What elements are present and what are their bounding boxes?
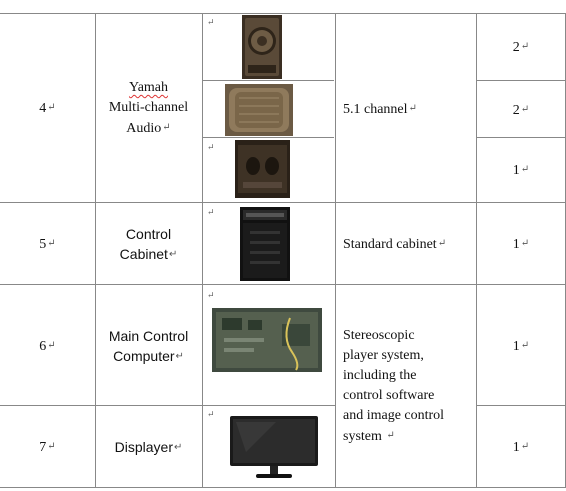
row-7-qty: 1↵	[512, 440, 530, 455]
row-4-number: 4↵	[39, 101, 56, 116]
grid-line	[202, 80, 334, 81]
grid-line	[202, 13, 203, 488]
paragraph-mark: ↵	[207, 409, 215, 419]
grid-line	[476, 13, 477, 488]
grid-line	[202, 137, 334, 138]
grid-line	[335, 13, 336, 488]
paragraph-mark: ↵	[207, 17, 215, 27]
row-7-number: 7↵	[39, 440, 56, 455]
subwoofer-image	[235, 140, 290, 198]
row-6-number: 6↵	[39, 339, 56, 354]
row-4-qty-3: 1↵	[512, 163, 530, 178]
grid-line	[0, 405, 336, 406]
row-4-spec: 5.1 channel↵	[343, 102, 417, 117]
monitor-displayer-image	[226, 412, 322, 482]
row-5-name: Control Cabinet↵	[119, 226, 178, 262]
paragraph-mark: ↵	[207, 290, 215, 300]
grid-line	[95, 13, 96, 488]
row-4-qty-1: 2↵	[512, 40, 530, 55]
grid-line	[0, 487, 566, 488]
row-4-name: Yamah Multi-channel Audio↵	[108, 80, 189, 136]
grid-line	[476, 137, 566, 138]
paragraph-mark: ↵	[207, 142, 215, 152]
row-6-qty: 1↵	[512, 339, 530, 354]
row-6-name: Main Control Computer↵	[108, 328, 189, 364]
grid-line	[476, 80, 566, 81]
row-7-name: Displayer↵	[114, 439, 183, 455]
paragraph-mark: ↵	[207, 207, 215, 217]
speaker-side-image	[225, 84, 293, 136]
grid-line	[0, 13, 566, 14]
row-4-qty-2: 2↵	[512, 103, 530, 118]
row-5-spec: Standard cabinet↵	[343, 237, 447, 252]
row-5-number: 5↵	[39, 237, 56, 252]
row-5-qty: 1↵	[512, 237, 530, 252]
speaker-front-image	[242, 15, 282, 79]
grid-line	[476, 405, 566, 406]
grid-line	[0, 284, 566, 285]
row-6-spec: Stereoscopic player system, including th…	[343, 328, 445, 444]
grid-line	[0, 202, 566, 203]
main-control-computer-image	[212, 308, 322, 372]
control-cabinet-image	[240, 207, 290, 281]
